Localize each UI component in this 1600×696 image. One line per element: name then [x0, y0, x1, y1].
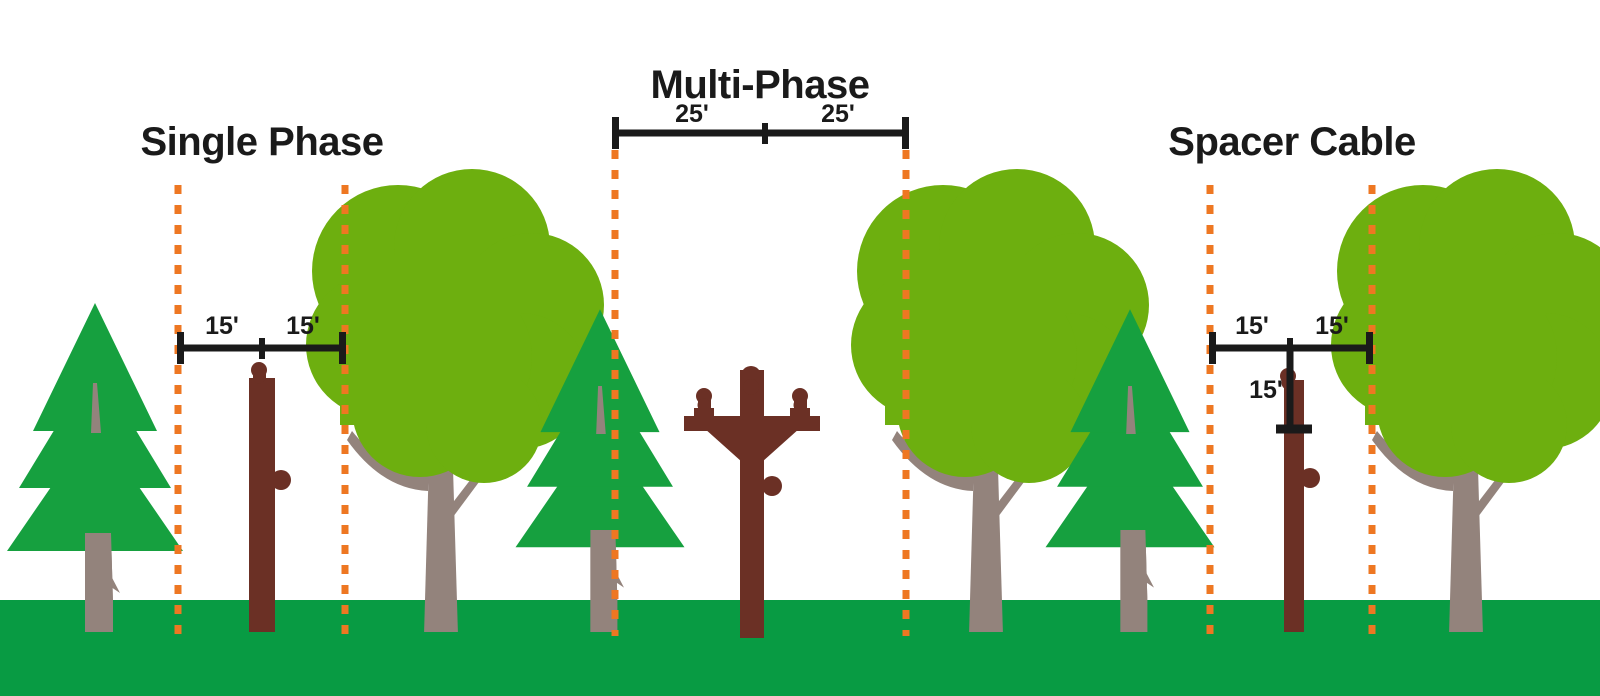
- section-single-phase: Single Phase 15' 15': [141, 120, 384, 636]
- dimension-label: 15': [286, 312, 320, 340]
- dimension-label: 15': [1235, 312, 1269, 340]
- vertical-dimension-spacer-cable: [1276, 348, 1312, 434]
- section-title-multi-phase: Multi-Phase: [651, 63, 870, 107]
- dimension-bar-single-phase: [177, 332, 346, 364]
- dimension-label: 15': [1315, 312, 1349, 340]
- dimension-label: 15': [205, 312, 239, 340]
- dimension-bar-spacer-cable: [1209, 332, 1373, 364]
- conifer-tree: [7, 303, 183, 643]
- multi-phase-pole: [684, 366, 820, 638]
- section-spacer-cable: Spacer Cable 15' 15' 15': [1168, 120, 1416, 636]
- dimension-label: 25': [675, 100, 709, 128]
- single-phase-pole: [249, 362, 291, 632]
- section-title-spacer-cable: Spacer Cable: [1168, 120, 1415, 164]
- ground-overlay: [0, 632, 1600, 696]
- dimension-bar-multi-phase: [612, 117, 909, 149]
- section-title-single-phase: Single Phase: [141, 120, 384, 164]
- dimension-label: 25': [821, 100, 855, 128]
- section-multi-phase: Multi-Phase 25' 25': [611, 63, 910, 638]
- spacer-cable-pole: [1280, 368, 1320, 632]
- vertical-dimension-label: 15': [1249, 376, 1283, 404]
